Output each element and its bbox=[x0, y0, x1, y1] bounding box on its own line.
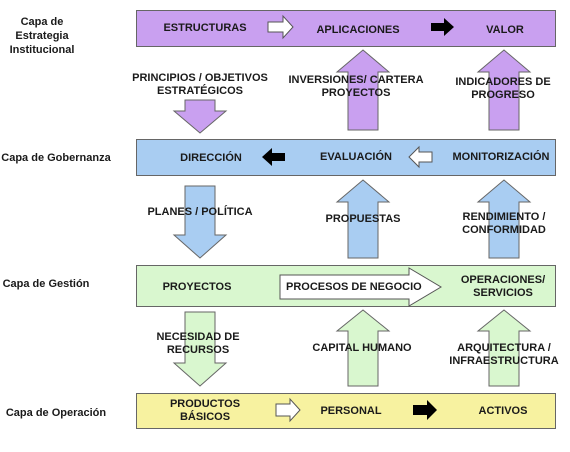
label-indicators: INDICADORES DE PROGRESO bbox=[455, 76, 551, 101]
up-arrow-blue-icon bbox=[476, 179, 532, 259]
up-arrow-green-icon bbox=[476, 309, 532, 387]
up-arrow-purple-icon bbox=[476, 49, 532, 131]
management-projects: PROYECTOS bbox=[162, 281, 232, 293]
up-arrow-blue-icon bbox=[335, 179, 391, 259]
arrow-left-black-icon bbox=[262, 148, 285, 166]
label-resources: NECESIDAD DE RECURSOS bbox=[156, 331, 240, 356]
arrow-left-white-icon bbox=[408, 145, 433, 169]
strategy-band bbox=[136, 10, 556, 47]
layer-label-governance: Capa de Gobernanza bbox=[1, 152, 111, 164]
label-principles: PRINCIPIOS / OBJETIVOS ESTRATÉGICOS bbox=[132, 72, 268, 97]
arrow-right-white-icon bbox=[267, 14, 294, 40]
label-proposals: PROPUESTAS bbox=[325, 213, 401, 225]
arrow-right-white-icon bbox=[275, 397, 301, 423]
down-arrow-blue-icon bbox=[172, 185, 228, 259]
governance-evaluation: EVALUACIÓN bbox=[320, 151, 392, 163]
process-arrow-icon bbox=[279, 267, 442, 307]
management-operations-services: OPERACIONES/ SERVICIOS bbox=[460, 274, 546, 299]
operation-assets: ACTIVOS bbox=[478, 405, 528, 417]
label-architecture: ARQUITECTURA / INFRAESTRUCTURA bbox=[449, 342, 559, 367]
down-arrow-purple-icon bbox=[172, 99, 228, 134]
label-investments: INVERSIONES/ CARTERA PROYECTOS bbox=[288, 74, 424, 99]
arrow-right-black-icon bbox=[413, 400, 437, 420]
label-human-capital: CAPITAL HUMANO bbox=[312, 342, 412, 354]
governance-monitoring: MONITORIZACIÓN bbox=[452, 151, 550, 163]
up-arrow-purple-icon bbox=[335, 49, 391, 131]
strategy-applications: APLICACIONES bbox=[316, 24, 400, 36]
layer-label-management: Capa de Gestión bbox=[2, 278, 90, 290]
label-performance: RENDIMIENTO / CONFORMIDAD bbox=[462, 211, 546, 236]
arrow-right-black-icon bbox=[431, 18, 454, 36]
operation-basic-products: PRODUCTOS BÁSICOS bbox=[169, 398, 241, 423]
governance-band bbox=[136, 139, 556, 176]
operation-band bbox=[136, 393, 556, 429]
layer-label-operation: Capa de Operación bbox=[5, 407, 107, 419]
down-arrow-green-icon bbox=[172, 311, 228, 387]
strategy-value: VALOR bbox=[486, 24, 524, 36]
management-business-processes: PROCESOS DE NEGOCIO bbox=[286, 281, 422, 293]
governance-direction: DIRECCIÓN bbox=[180, 152, 242, 164]
operation-personnel: PERSONAL bbox=[320, 405, 382, 417]
label-plans: PLANES / POLÍTICA bbox=[147, 206, 253, 218]
up-arrow-green-icon bbox=[335, 309, 391, 387]
strategy-structures: ESTRUCTURAS bbox=[163, 22, 247, 34]
layer-label-strategy: Capa de Estrategia Institucional bbox=[9, 16, 75, 56]
